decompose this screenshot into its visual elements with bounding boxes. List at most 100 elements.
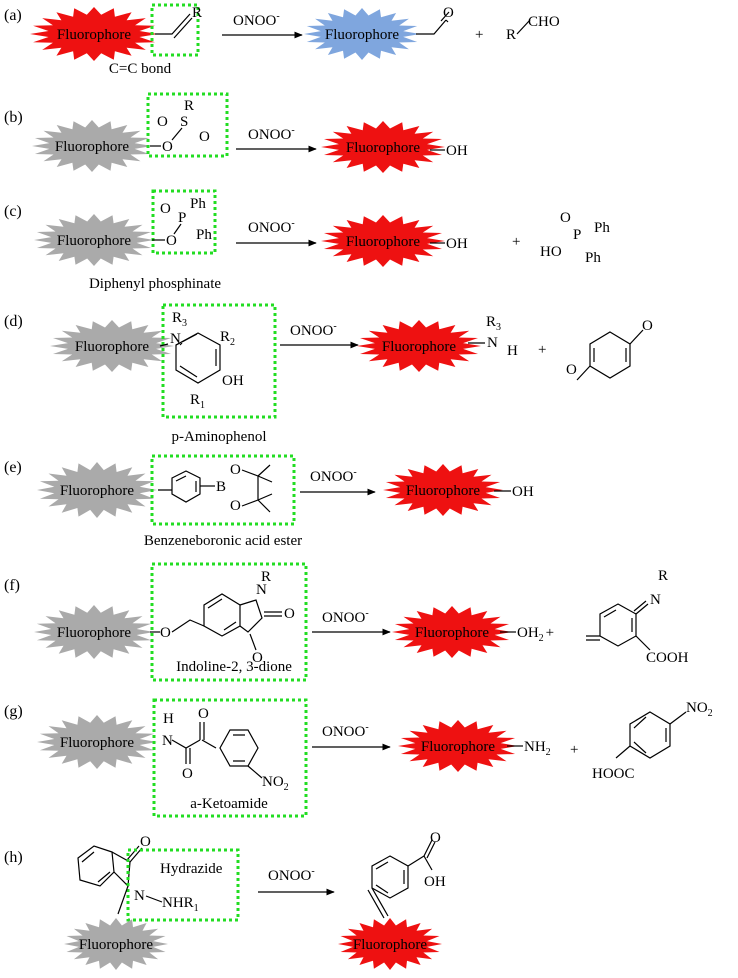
panel-label-b: (b) — [4, 109, 23, 126]
panel-label-h: (h) — [4, 849, 23, 866]
caption-a: C=C bond — [109, 61, 172, 77]
fluorophore-label-c-start: Fluorophore — [57, 233, 132, 249]
nitrobenzoic-hooc: HOOC — [592, 766, 635, 782]
highlight-box-g — [152, 698, 308, 818]
substituent-r-a: R — [192, 5, 202, 21]
quinone-ring — [589, 331, 631, 379]
highlight-box-e — [150, 454, 296, 526]
fluorophore-label-d-product: Fluorophore — [382, 339, 457, 355]
indoline-o-right: O — [284, 606, 295, 622]
aminophenol-ring — [175, 332, 221, 384]
nitro-no2: NO2 — [262, 774, 289, 793]
hydrazide-label: Hydrazide — [160, 861, 223, 877]
boronate-o-top: O — [230, 462, 241, 478]
sulfonate-o-right: O — [199, 129, 210, 145]
phenol-oh-e: OH — [512, 484, 534, 500]
reagent-a: ONOO- — [233, 11, 280, 29]
byproduct-ho: HO — [540, 244, 562, 260]
phosphinate-ph-top: Ph — [190, 196, 206, 212]
alkene-bond — [155, 13, 191, 35]
caption-c: Diphenyl phosphinate — [89, 276, 221, 292]
quinone-methide-ring — [599, 603, 637, 647]
boronate-ring — [171, 470, 201, 503]
sulfonate-s: S — [180, 114, 188, 130]
caption-e: Benzeneboronic acid ester — [144, 533, 302, 549]
fluorophore-label-e-start: Fluorophore — [60, 483, 135, 499]
fluorophore-label-c-product: Fluorophore — [346, 234, 421, 250]
fluorophore-label-f-product: Fluorophore — [415, 625, 490, 641]
amide-h: H — [163, 711, 174, 727]
aldehyde-o: O — [443, 5, 454, 21]
reagent-b: ONOO- — [248, 125, 295, 143]
caption-g: a-Ketoamide — [190, 796, 268, 812]
highlight-box-f — [150, 562, 308, 682]
highlight-box-h — [126, 848, 240, 922]
benzoic-o: O — [430, 830, 441, 846]
phosphinate-o: O — [166, 233, 177, 249]
amide-n: N — [162, 733, 173, 749]
panel-label-f: (f) — [4, 577, 20, 594]
phosphinate-ph-bottom: Ph — [196, 227, 212, 243]
amine-h: H — [507, 343, 518, 359]
aldehyde-cho: CHO — [528, 14, 560, 30]
fluorophore-label-e-product: Fluorophore — [406, 483, 481, 499]
aminophenol-r2: R2 — [220, 329, 235, 348]
plus-c: + — [512, 234, 520, 250]
fluorophore-shape-e-product — [383, 464, 503, 516]
highlight-box-d — [161, 303, 277, 419]
panel-label-a: (a) — [4, 7, 22, 24]
panel-label-d: (d) — [4, 313, 23, 330]
phosphinate-o-double: O — [160, 201, 171, 217]
isoindolinone-o: O — [140, 834, 151, 850]
boronate-o-bottom: O — [230, 498, 241, 514]
nitrobenzoic-ring — [629, 711, 671, 759]
fluorophore-shape-h-start — [64, 918, 168, 970]
byproduct-ph-top: Ph — [594, 220, 610, 236]
phenol-oh-b: OH — [446, 143, 468, 159]
fluorophore-shape-e-start — [37, 462, 157, 518]
sulfonate-o-left: O — [157, 114, 168, 130]
indoline-n: N — [256, 582, 267, 598]
benzoic-oh: OH — [424, 874, 446, 890]
phenol-oh-c: OH — [446, 236, 468, 252]
plus-a: + — [475, 27, 483, 43]
boron-b: B — [216, 479, 226, 495]
indoline-ring — [203, 593, 241, 637]
benzoic-ring — [371, 855, 409, 899]
fluorophore-label-a-start: Fluorophore — [57, 27, 132, 43]
keto-o: O — [198, 706, 209, 722]
sulfonate-r: R — [184, 98, 194, 114]
fluorophore-shape-d-product — [357, 320, 481, 372]
panel-label-g: (g) — [4, 703, 23, 720]
aminophenol-n: N — [170, 331, 181, 347]
highlight-box-b — [146, 92, 229, 158]
fluorophore-shape-f-product — [392, 606, 512, 658]
fluorophore-shape-g-product — [398, 720, 518, 772]
amine-nh2: NH2 — [524, 739, 551, 758]
phosphinate-p: P — [178, 210, 186, 226]
aminophenol-r3: R3 — [172, 310, 187, 329]
indoline-o-bottom: O — [252, 650, 263, 666]
fluorophore-shape-a-start — [30, 7, 158, 61]
fluorophore-label-b-start: Fluorophore — [55, 139, 130, 155]
fluorophore-shape-f-start — [34, 605, 154, 659]
fluorophore-label-h-product: Fluorophore — [353, 937, 428, 953]
caption-d: p-Aminophenol — [172, 429, 267, 445]
panel-label-c: (c) — [4, 203, 22, 220]
quinone-o-bottom: O — [566, 362, 577, 378]
fluorophore-label-f-start: Fluorophore — [57, 625, 132, 641]
fluorophore-label-g-start: Fluorophore — [60, 735, 135, 751]
hydrazide-nhr1: NHR1 — [162, 895, 199, 914]
fluorophore-label-a-product: Fluorophore — [325, 27, 400, 43]
fluorophore-shape-a-product — [304, 8, 420, 60]
indoline-r: R — [261, 569, 271, 585]
fluorophore-shape-b-product — [321, 121, 445, 173]
ether-o: O — [160, 625, 171, 641]
fluorophore-label-g-product: Fluorophore — [421, 739, 496, 755]
amine-r3: R3 — [486, 314, 501, 333]
highlight-box-c — [151, 189, 217, 255]
fluorophore-shape-c-product — [321, 215, 445, 267]
plus-g: + — [570, 742, 578, 758]
reagent-f: ONOO- — [322, 608, 369, 626]
